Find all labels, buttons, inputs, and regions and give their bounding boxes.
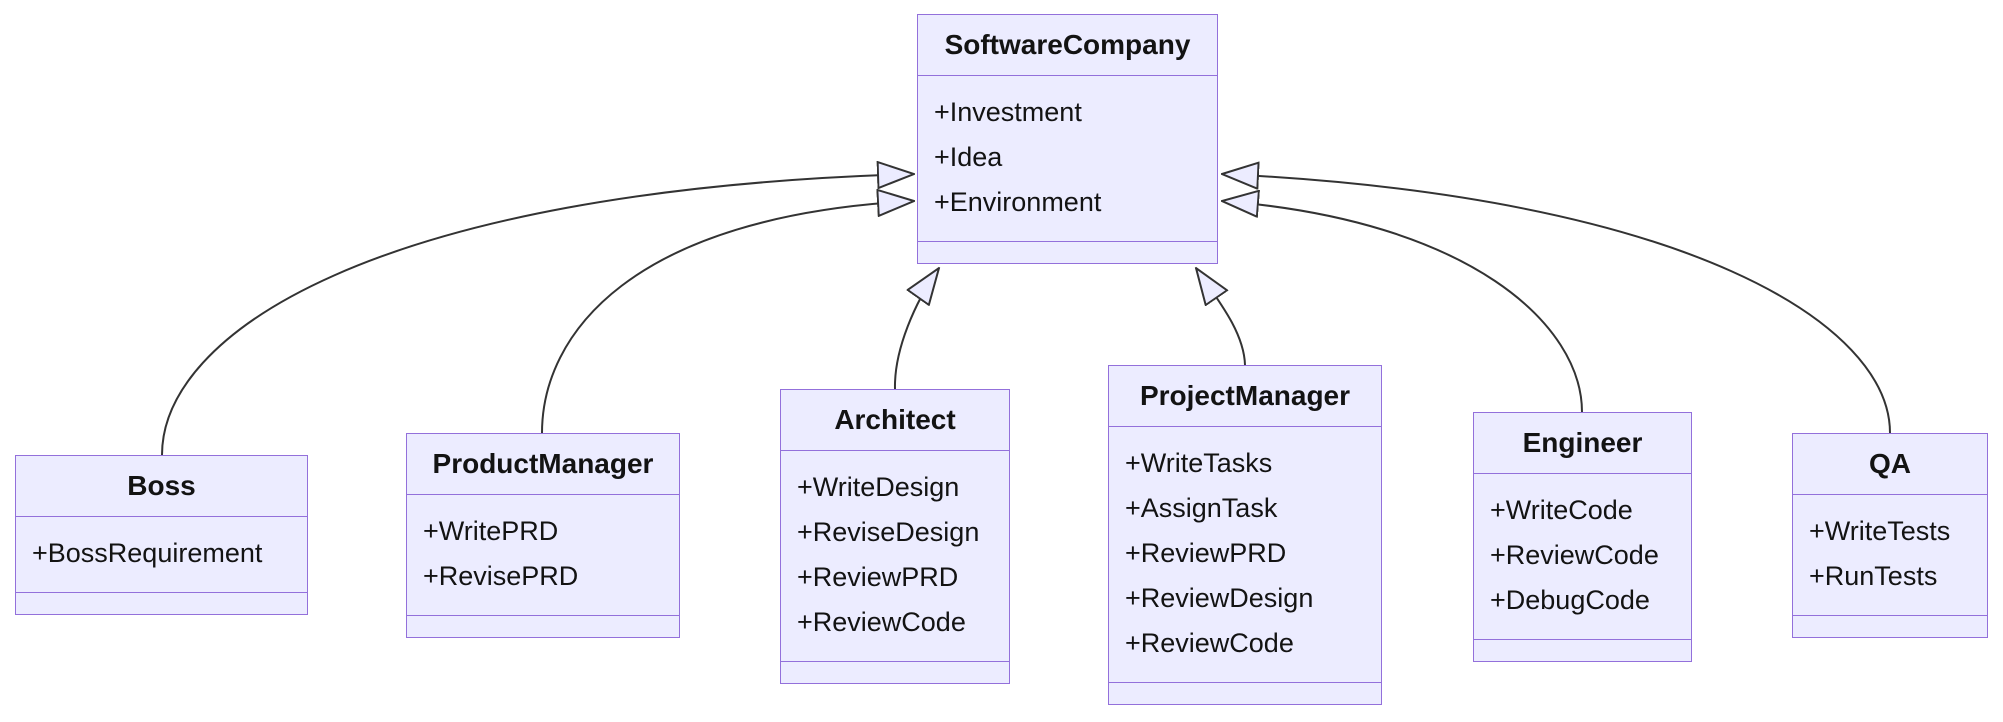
class-member: +AssignTask [1125, 493, 1278, 523]
class-member: +ReviseDesign [797, 517, 980, 547]
class-methods-empty [1793, 616, 1987, 637]
class-title: Engineer [1474, 413, 1691, 474]
class-member: +DebugCode [1490, 585, 1650, 615]
class-methods-empty [781, 662, 1009, 683]
class-member: +WriteTasks [1125, 448, 1273, 478]
class-title: SoftwareCompany [918, 15, 1217, 76]
class-box-architect: Architect +WriteDesign +ReviseDesign +Re… [780, 389, 1010, 684]
class-box-qa: QA +WriteTests +RunTests [1792, 433, 1988, 638]
class-member: +Environment [934, 187, 1102, 217]
class-methods-empty [1109, 683, 1381, 704]
class-member: +RevisePRD [423, 561, 579, 591]
class-member: +ReviewCode [797, 607, 966, 637]
class-methods-empty [407, 616, 679, 637]
class-box-productmanager: ProductManager +WritePRD +RevisePRD [406, 433, 680, 638]
class-attributes: +WriteTests +RunTests [1793, 495, 1987, 616]
class-member: +WritePRD [423, 516, 559, 546]
class-member: +ReviewCode [1490, 540, 1659, 570]
class-member: +WriteTests [1809, 516, 1951, 546]
class-member: +Idea [934, 142, 1003, 172]
class-member: +ReviewPRD [797, 562, 959, 592]
class-attributes: +WriteTasks +AssignTask +ReviewPRD +Revi… [1109, 427, 1381, 683]
class-box-softwarecompany: SoftwareCompany +Investment +Idea +Envir… [917, 14, 1218, 264]
class-title: ProductManager [407, 434, 679, 495]
class-member: +WriteDesign [797, 472, 960, 502]
class-title: ProjectManager [1109, 366, 1381, 427]
class-member: +ReviewDesign [1125, 583, 1314, 613]
class-title: Boss [16, 456, 307, 517]
class-methods-empty [918, 242, 1217, 263]
class-methods-empty [1474, 640, 1691, 661]
class-member: +RunTests [1809, 561, 1938, 591]
class-title: Architect [781, 390, 1009, 451]
edge-architect-to-softwarecompany [893, 268, 939, 390]
edge-projectmanager-to-softwarecompany [1196, 268, 1246, 366]
class-box-projectmanager: ProjectManager +WriteTasks +AssignTask +… [1108, 365, 1382, 705]
class-attributes: +Investment +Idea +Environment [918, 76, 1217, 242]
class-attributes: +WritePRD +RevisePRD [407, 495, 679, 616]
class-member: +WriteCode [1490, 495, 1633, 525]
class-member: +BossRequirement [32, 538, 263, 568]
class-box-boss: Boss +BossRequirement [15, 455, 308, 615]
class-attributes: +BossRequirement [16, 517, 307, 593]
class-methods-empty [16, 593, 307, 614]
class-attributes: +WriteDesign +ReviseDesign +ReviewPRD +R… [781, 451, 1009, 662]
class-member: +ReviewPRD [1125, 538, 1287, 568]
class-attributes: +WriteCode +ReviewCode +DebugCode [1474, 474, 1691, 640]
class-member: +Investment [934, 97, 1082, 127]
class-member: +ReviewCode [1125, 628, 1294, 658]
class-box-engineer: Engineer +WriteCode +ReviewCode +DebugCo… [1473, 412, 1692, 662]
class-title: QA [1793, 434, 1987, 495]
